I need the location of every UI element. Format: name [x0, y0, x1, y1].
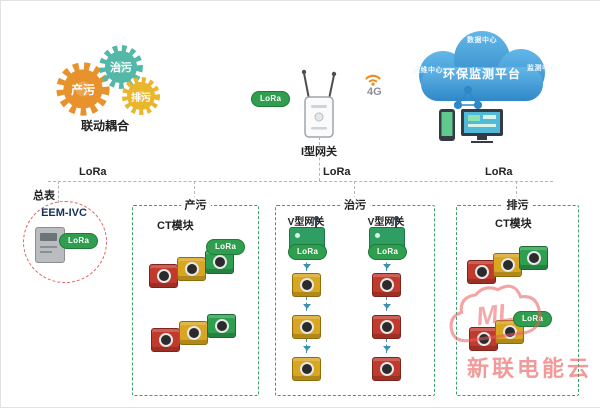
gear-icon: [122, 77, 160, 115]
lora-badge: LoRa: [206, 239, 246, 255]
wifi-icon: [363, 71, 383, 91]
connector-bus-treat: [354, 181, 355, 199]
ct-module-red: [372, 273, 401, 297]
lora-bus-line: [48, 181, 553, 182]
ct-module-red: [372, 357, 401, 381]
ct-module-red: [149, 264, 178, 288]
ct-module-yellow: [292, 273, 321, 297]
gear-discharge-label: 排污: [131, 92, 151, 104]
cloud-title: 环保监测平台: [442, 67, 521, 81]
down-arrow-icon: [302, 257, 311, 271]
ct-module-yellow: [179, 321, 208, 345]
ct-module-red: [467, 260, 496, 284]
monitor-icon: [461, 109, 503, 143]
ct-module-yellow: [292, 357, 321, 381]
gear-icon: [99, 45, 143, 89]
gear-treat: 治污: [98, 44, 144, 90]
lora-bus-label-left: LoRa: [79, 166, 107, 178]
gear-treat-label: 治污: [110, 62, 132, 74]
lora-badge: LoRa: [368, 244, 408, 260]
meter-model-label: EEM-IVC: [41, 207, 87, 219]
lora-badge: LoRa: [288, 244, 328, 260]
antenna-icon: [393, 216, 399, 228]
gateway-device: [299, 65, 339, 144]
meter-group-circle: [23, 201, 107, 283]
cloud-platform: 环保监测平台 数据中心 运维中心 监测中心: [399, 25, 565, 109]
antenna-icon: [313, 216, 319, 228]
zone-treat-title: 治污: [340, 196, 370, 213]
zone-discharge: 排污: [456, 196, 579, 396]
connector-bus-produce: [194, 181, 195, 199]
client-devices: [437, 107, 507, 150]
zone-discharge-title: 排污: [502, 196, 533, 213]
gateway-icon: [301, 69, 337, 138]
lora-badge: LoRa: [513, 311, 553, 327]
ct-module-yellow: [177, 257, 206, 281]
zone-produce: 产污: [132, 196, 259, 396]
connector-bus-meter: [58, 181, 59, 203]
cloud-node-ops-center: 运维中心: [413, 67, 443, 74]
cloud-icon: [419, 31, 545, 101]
ct-module-red: [151, 328, 180, 352]
phone-icon: [439, 109, 455, 141]
ct-module-yellow: [493, 253, 522, 277]
lora-bus-label-center: LoRa: [323, 166, 351, 178]
lora-badge: LoRa: [59, 233, 99, 249]
v-gateway-label: V型网关: [287, 217, 325, 228]
ct-module-red: [372, 315, 401, 339]
lora-badge: LoRa: [251, 91, 291, 107]
zone-discharge-module-label: CT模块: [495, 218, 532, 230]
gear-produce-label: 产污: [70, 82, 95, 97]
network-users-icon: [451, 85, 485, 116]
down-arrow-icon: [382, 339, 391, 353]
zone-produce-module-label: CT模块: [157, 220, 194, 232]
zone-produce-title: 产污: [180, 196, 211, 213]
cloud-node-data-center: 数据中心: [467, 37, 497, 44]
down-arrow-icon: [302, 297, 311, 311]
signal-4g-label: 4G: [367, 86, 382, 98]
connector-gateway-bus: [319, 137, 320, 181]
gear-icon: [56, 62, 110, 116]
down-arrow-icon: [382, 297, 391, 311]
ct-module-green: [519, 246, 548, 270]
lora-bus-label-right: LoRa: [485, 166, 513, 178]
ct-module-red: [469, 327, 498, 351]
down-arrow-icon: [382, 257, 391, 271]
gear-discharge: 排污: [121, 76, 161, 116]
gears-caption: 联动耦合: [80, 119, 129, 133]
ct-module-yellow: [292, 315, 321, 339]
v-gateway-label: V型网关: [367, 217, 405, 228]
zone-treat: 治污: [275, 196, 435, 396]
cloud-node-monitor-center: 监测中心: [527, 65, 557, 72]
connector-bus-discharge: [516, 181, 517, 199]
ct-module-green: [207, 314, 236, 338]
gear-produce: 产污: [55, 61, 111, 117]
down-arrow-icon: [302, 339, 311, 353]
meter-title: 总表: [33, 190, 55, 202]
